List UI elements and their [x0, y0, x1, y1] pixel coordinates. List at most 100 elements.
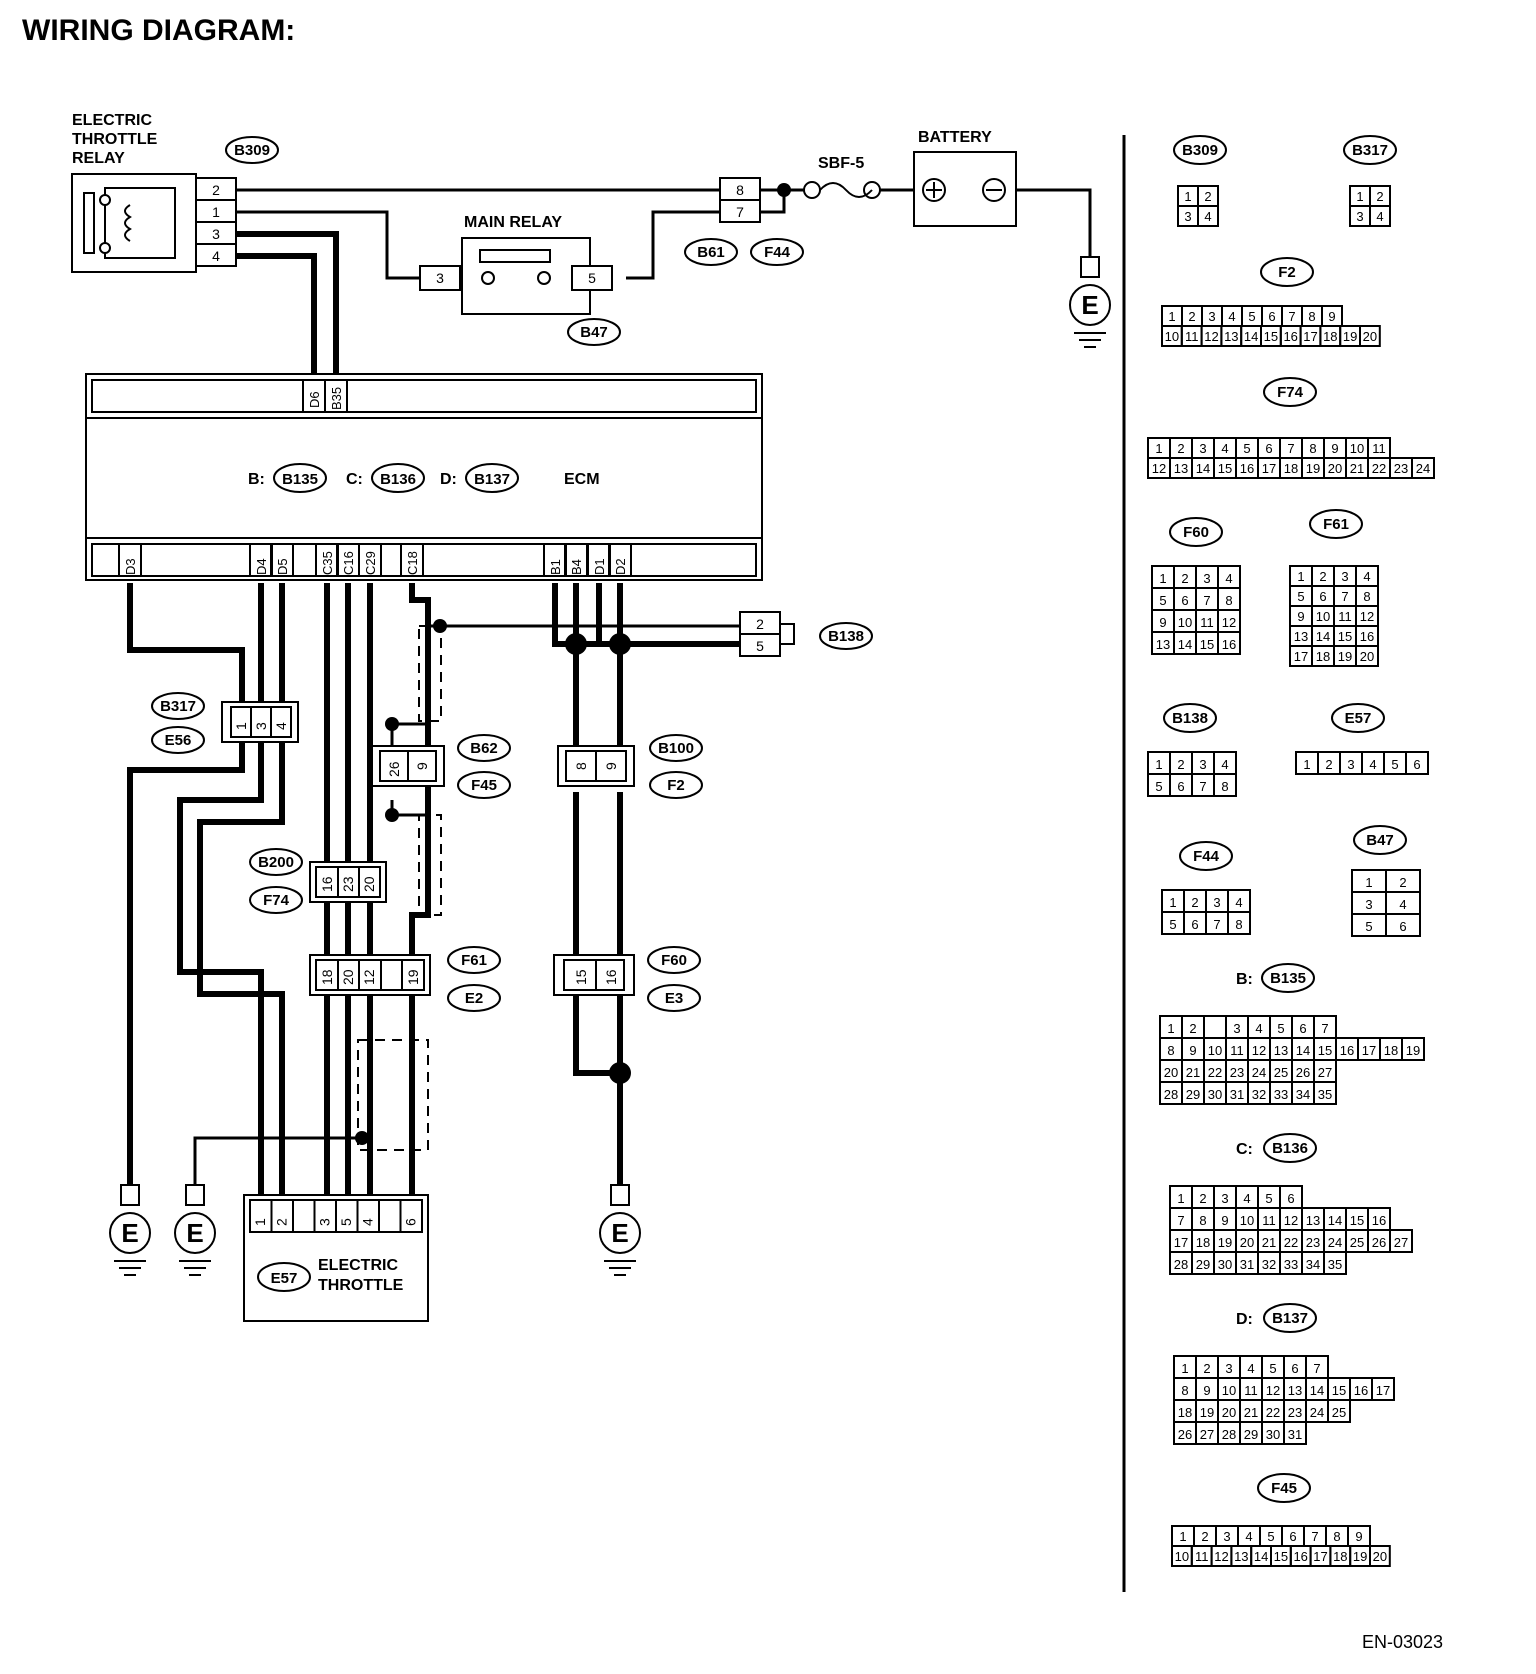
ref-b135-pin-3: 3 [1233, 1021, 1240, 1036]
ref-f61-pin-2: 2 [1319, 569, 1326, 584]
ref-b135-pin-21: 21 [1186, 1065, 1200, 1080]
ref-b136-pin-24: 24 [1328, 1235, 1342, 1250]
ecm-pin-b4: B4 [569, 559, 584, 575]
wire-mainrelay5-f44-7 [626, 210, 720, 280]
ref-b136-pin-23: 23 [1306, 1235, 1320, 1250]
ref-b137-pin-18: 18 [1178, 1405, 1192, 1420]
wire-relay4-d6 [236, 253, 317, 380]
f61-pin-19: 19 [405, 969, 421, 985]
ref-head-ellipse [1309, 509, 1363, 539]
ref-b137-pin-2: 2 [1203, 1361, 1210, 1376]
ref-f74-pin-12: 12 [1152, 461, 1166, 476]
connector-b61-f44: 8 7 [719, 177, 761, 223]
main-relay-pin-3: 3 [436, 270, 444, 286]
wire-relay1-mainrelay3 [236, 210, 420, 280]
e57-pin-3: 3 [317, 1218, 333, 1226]
ref-f2-pin-12: 12 [1204, 329, 1218, 344]
ref-d-prefix: D: [1236, 1311, 1253, 1328]
ref-b135-cell [1313, 1081, 1337, 1105]
ref-b137-pin-25: 25 [1332, 1405, 1346, 1420]
ref-f45-pin-1: 1 [1179, 1529, 1186, 1544]
ref-f60-pin-8: 8 [1225, 593, 1232, 608]
ecm-pin-d1: D1 [592, 558, 607, 575]
ref-b138-pin-8: 8 [1221, 779, 1228, 794]
ref-f60-pin-12: 12 [1222, 615, 1236, 630]
ref-f2-pin-2: 2 [1188, 309, 1195, 324]
ecm-c-prefix: C: [346, 471, 363, 488]
ref-b135-pin-31: 31 [1230, 1087, 1244, 1102]
id-ellipse-f45 [457, 771, 511, 799]
ref-f2-pin-4: 4 [1228, 309, 1235, 324]
ref-head-b309: B309 [1182, 142, 1218, 159]
ref-b137-cell [1283, 1421, 1307, 1445]
ref-f2-pin-17: 17 [1303, 329, 1317, 344]
main-relay: MAIN RELAY 3 5 [419, 214, 613, 315]
ref-b47-pin-4: 4 [1399, 897, 1406, 912]
ref-b135-pin-22: 22 [1208, 1065, 1222, 1080]
id-ellipse-b62 [457, 734, 511, 762]
ref-head-f74: F74 [1277, 384, 1304, 401]
ref-f2-pin-1: 1 [1168, 309, 1175, 324]
ref-f74-pin-5: 5 [1243, 441, 1250, 456]
ref-f45-pin-9: 9 [1355, 1529, 1362, 1544]
id-ellipse-f61 [447, 946, 501, 974]
ref-b47-pin-5: 5 [1365, 919, 1372, 934]
ref-head-f60: F60 [1183, 524, 1209, 541]
b138-pin-5: 5 [756, 638, 764, 654]
junction-f44 [777, 183, 791, 197]
ref-b136-pin-9: 9 [1221, 1213, 1228, 1228]
ref-f74-pin-22: 22 [1372, 461, 1386, 476]
connector-id-f2: F2 [667, 777, 685, 794]
connector-id-b309: B309 [234, 142, 270, 159]
connector-b62-f45: 26 9 [371, 745, 445, 787]
ref-f74-pin-18: 18 [1284, 461, 1298, 476]
ecm-d-prefix: D: [440, 471, 457, 488]
e57-pin-box [399, 1199, 423, 1233]
ref-b135-pin-8: 8 [1167, 1043, 1174, 1058]
main-relay-pin-5: 5 [588, 270, 596, 286]
ref-b135-pin-24: 24 [1252, 1065, 1266, 1080]
ref-head-f44: F44 [1193, 848, 1220, 865]
ecm-pin-box-d5 [270, 543, 294, 577]
junction-shield-b138 [433, 619, 447, 633]
ref-head-ellipse [1163, 703, 1217, 733]
ref-f2-pin-20: 20 [1363, 329, 1377, 344]
ecm-pin-b1: B1 [548, 559, 563, 575]
ref-b136-pin-27: 27 [1394, 1235, 1408, 1250]
b62-pin-9: 9 [414, 762, 430, 770]
id-ellipse-b138 [819, 622, 873, 650]
ref-f74-pin-16: 16 [1240, 461, 1254, 476]
ref-b135-pin-19: 19 [1406, 1043, 1420, 1058]
ref-f60-pin-3: 3 [1203, 571, 1210, 586]
ref-b136-pin-18: 18 [1196, 1235, 1210, 1250]
connector-id-b100: B100 [658, 740, 694, 757]
ref-f74-pin-1: 1 [1155, 441, 1162, 456]
b200-pin-23: 23 [340, 876, 356, 892]
ref-e57-pin-2: 2 [1325, 757, 1332, 772]
ref-b135-pin-35: 35 [1318, 1087, 1332, 1102]
ref-f44-pin-6: 6 [1191, 917, 1198, 932]
ref-b136-pin-35: 35 [1328, 1257, 1342, 1272]
f44-pin-8: 8 [736, 182, 744, 198]
connector-b100-f2: 8 9 [557, 745, 635, 787]
ref-b138-pin-7: 7 [1199, 779, 1206, 794]
junction-d2 [609, 633, 631, 655]
ref-b137-pin-16: 16 [1354, 1383, 1368, 1398]
ref-b137-pin-19: 19 [1200, 1405, 1214, 1420]
relay-pin-3: 3 [212, 226, 220, 242]
connector-id-f61: F61 [461, 952, 487, 969]
id-ellipse-b200 [249, 848, 303, 876]
ref-head-b137: B137 [1272, 1310, 1308, 1327]
ref-f2-cell [1359, 325, 1381, 347]
ground-lead [185, 1184, 205, 1206]
junction-b4 [565, 633, 587, 655]
f61-pin-18: 18 [319, 969, 335, 985]
ref-head-ellipse [1257, 1473, 1311, 1503]
connector-id-f44: F44 [764, 244, 791, 261]
ref-f2-pin-9: 9 [1328, 309, 1335, 324]
wire-d3-b317-1 [127, 583, 245, 718]
ref-b137-pin-10: 10 [1222, 1383, 1236, 1398]
ref-b137-pin-22: 22 [1266, 1405, 1280, 1420]
relay-label-3: RELAY [72, 150, 125, 167]
